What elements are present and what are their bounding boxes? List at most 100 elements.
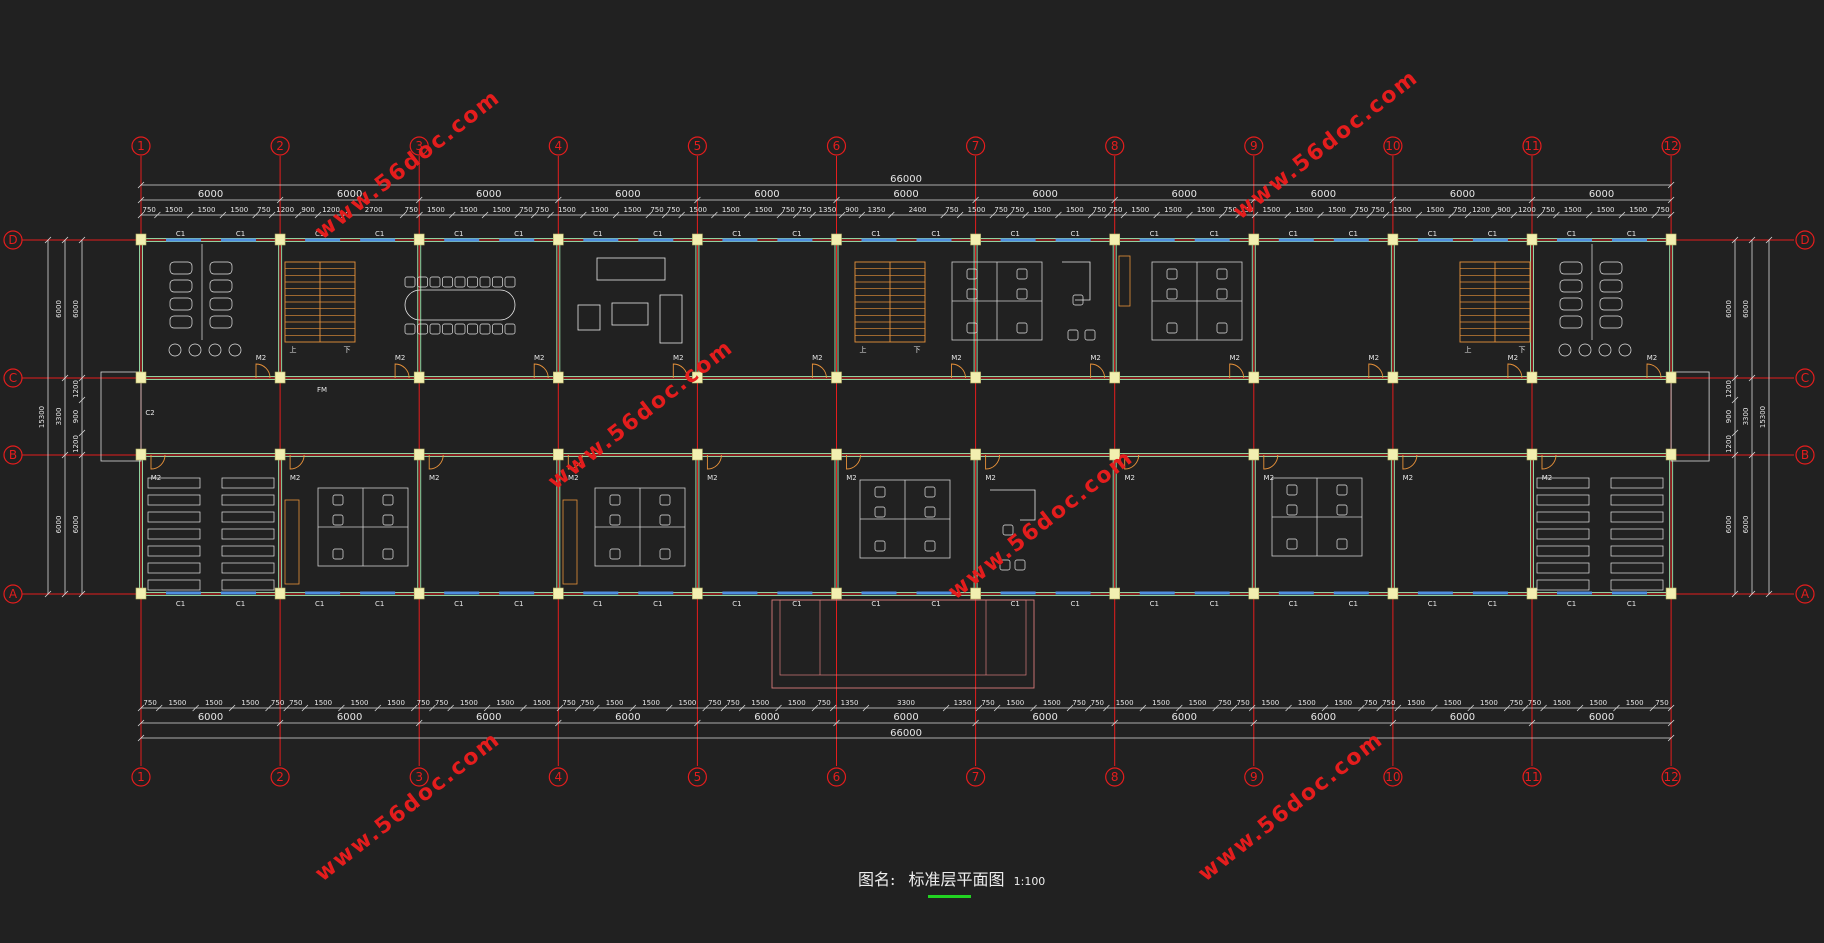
office-chair <box>966 322 978 334</box>
dim-detail-bottom-tick <box>410 704 418 712</box>
office-chair <box>874 540 886 552</box>
column-9D <box>1248 233 1260 246</box>
stair-up-label: 上 <box>1465 345 1472 354</box>
door-lower <box>567 454 583 470</box>
shelf <box>1536 494 1590 506</box>
conference-chair <box>404 276 416 288</box>
office-chair <box>382 494 394 506</box>
dim-detail-top-tick <box>940 211 948 219</box>
dim-bay-bottom-tick <box>137 719 145 727</box>
dim-total-top-tick <box>1667 181 1675 189</box>
dim-bay-top-label: 6000 <box>615 189 640 200</box>
column-12D <box>1665 233 1677 246</box>
dim-detail-top-tick <box>1005 211 1013 219</box>
dim-bay-bottom-tick <box>694 719 701 727</box>
shelf <box>221 477 275 489</box>
axis-bubble-col-3 <box>409 136 429 156</box>
dim-bay-bottom-label: 6000 <box>198 712 223 723</box>
column-3D <box>413 233 425 246</box>
watermark-5: www.56doc.com <box>311 727 506 887</box>
dim-detail-bottom-tick <box>975 704 983 712</box>
dim-left-inner-label: 6000 <box>72 300 80 318</box>
window-label: C1 <box>375 600 384 608</box>
dim-right-total-tick <box>1765 236 1773 244</box>
dim-detail-bottom-label: 1500 <box>1407 699 1425 707</box>
dim-detail-top-tick <box>1415 211 1423 219</box>
door-label: M2 <box>1369 354 1380 362</box>
axis-bubble-col-10 <box>1383 136 1403 156</box>
shelf <box>1536 528 1590 540</box>
office-chair <box>924 506 936 518</box>
window-label: C1 <box>1567 230 1576 238</box>
column-3A <box>413 587 425 600</box>
dim-detail-top-label: 750 <box>1542 206 1555 214</box>
door-label: M2 <box>1124 474 1135 482</box>
dim-detail-bottom-tick <box>574 704 582 712</box>
axis-label-row-C: C <box>9 371 17 385</box>
window-label: C1 <box>454 600 463 608</box>
dim-right-inner-tick <box>1731 451 1739 459</box>
door-label: M2 <box>846 474 857 482</box>
dim-bay-bottom-label: 6000 <box>1311 712 1336 723</box>
axis-bubble-col-11 <box>1522 136 1542 156</box>
office-chair <box>1336 484 1348 496</box>
dim-detail-bottom-label: 3300 <box>897 699 915 707</box>
dim-detail-top-label: 750 <box>650 206 663 214</box>
dim-bay-bottom-label: 6000 <box>1450 712 1475 723</box>
drawing-title-label: 图名: <box>858 870 896 889</box>
dim-detail-top-tick <box>416 211 423 219</box>
window-label: C1 <box>1289 600 1298 608</box>
axis-label-row-A: A <box>9 587 18 601</box>
window-label: C1 <box>1428 230 1437 238</box>
shelf <box>221 511 275 523</box>
window-label: C1 <box>375 230 384 238</box>
stair-1 <box>284 261 356 343</box>
dim-bay-bottom-tick <box>833 719 840 727</box>
window-label: C1 <box>593 600 602 608</box>
window-label: C1 <box>514 230 523 238</box>
door-lower <box>428 454 444 470</box>
dim-bay-top-tick <box>1250 196 1258 204</box>
dim-detail-top-label: 750 <box>1224 206 1237 214</box>
dim-detail-top-tick <box>530 211 538 219</box>
axis-bubble-col-5 <box>687 136 708 156</box>
window-label: C1 <box>1349 600 1358 608</box>
dim-detail-bottom-tick <box>301 704 309 712</box>
door-label: M2 <box>256 354 267 362</box>
dim-detail-bottom-tick <box>483 704 491 712</box>
conference-chair <box>442 276 453 288</box>
dim-detail-bottom-label: 750 <box>981 699 994 707</box>
dim-detail-bottom-tick <box>429 704 436 712</box>
dim-detail-bottom-label: 750 <box>1364 699 1377 707</box>
dim-left-outer-label: 6000 <box>55 300 63 318</box>
dim-detail-top-tick <box>514 211 522 219</box>
workstations-6 <box>1271 477 1363 557</box>
dim-left-outer-tick <box>61 374 69 382</box>
window-label: C1 <box>1349 230 1358 238</box>
axis-label-row-B: B <box>9 448 17 462</box>
dim-detail-top-tick <box>711 211 718 219</box>
office-chair <box>1286 538 1298 550</box>
dim-detail-top-label: 1500 <box>755 206 773 214</box>
dim-detail-bottom-tick <box>1522 704 1529 712</box>
dim-right-outer-tick <box>1748 590 1756 598</box>
dim-left-total-tick <box>44 590 52 598</box>
dim-bay-bottom-tick <box>972 719 979 727</box>
dim-detail-top-tick <box>858 211 866 219</box>
conference-chair <box>429 276 441 288</box>
office-chair <box>1286 484 1298 496</box>
office-chair <box>332 548 344 560</box>
dim-detail-top-label: 1500 <box>1295 206 1313 214</box>
shelf <box>1610 545 1664 557</box>
dim-detail-top-label: 1500 <box>427 206 445 214</box>
column-1B <box>135 448 147 461</box>
file-cabinet-2 <box>284 499 300 585</box>
dim-detail-top-label: 750 <box>1371 206 1384 214</box>
shelf <box>1610 511 1664 523</box>
axis-label-col-10: 10 <box>1385 770 1400 784</box>
axis-bubble-row-A <box>3 584 23 604</box>
shelf <box>147 494 201 506</box>
wash-basin <box>228 343 242 357</box>
toilet-fixture <box>209 261 233 275</box>
